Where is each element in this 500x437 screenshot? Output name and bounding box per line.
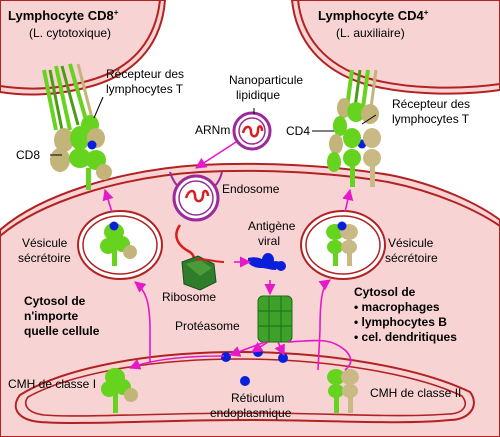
mhc-class-1-vesicle bbox=[100, 221, 137, 266]
mhc-class-2-er bbox=[327, 369, 359, 413]
tcr-left-label-2: lymphocytes T bbox=[106, 82, 184, 96]
nanoparticle-label-1: Nanoparticule bbox=[229, 73, 303, 87]
cytosol-left-label-1: Cytosol de bbox=[24, 294, 86, 308]
vesicle-left-label-1: Vésicule bbox=[22, 236, 68, 250]
antigen-label-1: Antigène bbox=[248, 219, 296, 233]
cytosol-left-label-2: n'importe bbox=[24, 309, 79, 323]
tcr-right-label-2: lymphocytes T bbox=[392, 112, 470, 126]
endosome bbox=[169, 171, 223, 222]
er-label-1: Réticulum bbox=[231, 391, 284, 405]
tcr-right-label-1: Récepteur des bbox=[392, 97, 470, 111]
cytosol-left-label-3: quelle cellule bbox=[24, 324, 100, 338]
cytosol-right-label-2: • macrophages bbox=[354, 300, 440, 314]
mhc-class-1-er bbox=[101, 368, 138, 413]
vesicle-right-label-2: sécrétoire bbox=[385, 251, 438, 265]
viral-antigen bbox=[248, 253, 286, 271]
mhc-class-2-label: CMH de classe II bbox=[370, 386, 461, 400]
leader-lines bbox=[50, 96, 377, 156]
endosome-label: Endosome bbox=[222, 182, 280, 196]
cytosol-right-label-4: • cel. dendritiques bbox=[354, 330, 457, 344]
cd4-cell-title: Lymphocyte CD4+ bbox=[318, 8, 429, 23]
pathway-arrows bbox=[102, 141, 354, 371]
ribosome bbox=[181, 255, 225, 291]
cd8-cell-subtitle: (L. cytotoxique) bbox=[29, 26, 111, 40]
cd8-cell-title: Lymphocyte CD8+ bbox=[8, 8, 119, 23]
ribosome-label: Ribosome bbox=[162, 290, 216, 304]
mhc-class-2-vesicle bbox=[326, 221, 358, 266]
cd8-label: CD8 bbox=[16, 148, 40, 162]
cytosol-right-label-3: • lymphocytes B bbox=[354, 315, 447, 329]
er-label-2: endoplasmique bbox=[210, 406, 292, 420]
tcr-left-label-1: Récepteur des bbox=[106, 67, 184, 81]
cd4-cell-subtitle: (L. auxiliaire) bbox=[336, 26, 405, 40]
proteasome bbox=[257, 295, 293, 343]
proteasome-label: Protéasome bbox=[175, 319, 240, 333]
mrna-label: ARNm bbox=[195, 123, 230, 137]
antigen-label-2: viral bbox=[258, 234, 280, 248]
cytosol-right-label-1: Cytosol de bbox=[354, 285, 416, 299]
nanoparticle-label-2: lipidique bbox=[236, 88, 280, 102]
vesicle-right-label-1: Vésicule bbox=[388, 236, 434, 250]
lipid-nanoparticle bbox=[232, 111, 272, 151]
cd4-tcr-mhc2-complex bbox=[327, 69, 381, 187]
vesicle-left-label-2: sécrétoire bbox=[18, 251, 71, 265]
cd4-label: CD4 bbox=[286, 124, 310, 138]
endoplasmic-reticulum bbox=[14, 350, 475, 424]
cd8-tcr-mhc1-complex bbox=[42, 63, 112, 190]
mhc-class-1-label: CMH de classe I bbox=[8, 377, 96, 391]
cd8-t-cell bbox=[0, 0, 167, 96]
